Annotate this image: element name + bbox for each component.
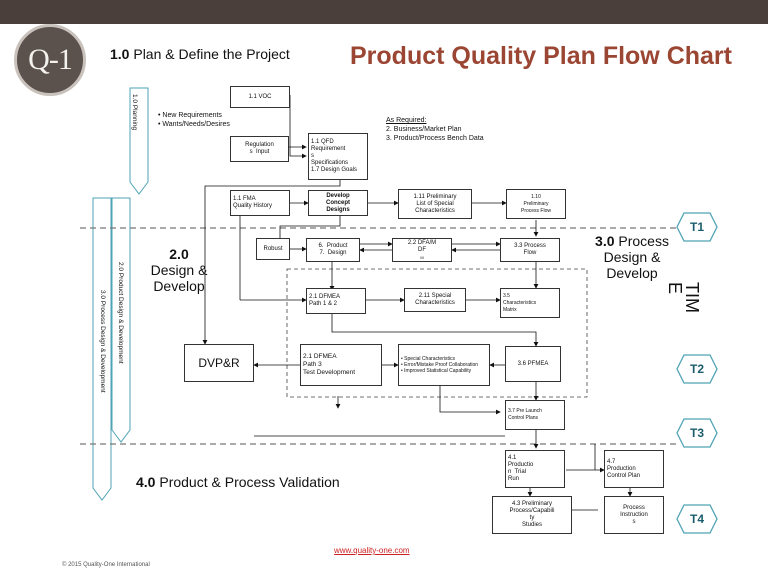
page-title: Product Quality Plan Flow Chart xyxy=(350,42,732,70)
phase-1-label: 1.0 Plan & Define the Project xyxy=(110,46,290,62)
timeline-arrow-design xyxy=(111,197,131,443)
box-production-trial-run: 4.1 Productio n Trial Run xyxy=(505,450,565,488)
box-develop-concept: Develop Concept Designs xyxy=(308,190,368,216)
logo-text: Q-1 xyxy=(28,43,73,76)
dfam-text: 2.2 DFA/M DF xyxy=(407,239,437,253)
timeline-marker-t1: T1 xyxy=(676,212,718,242)
as-required-note: As Required: 2. Business/Market Plan 3. … xyxy=(386,117,484,142)
box-fma-quality-history: 1.1 FMA Quality History xyxy=(230,190,290,216)
hexagon-shape xyxy=(676,212,718,242)
copyright: © 2015 Quality-One International xyxy=(62,562,150,568)
box-characteristics-matrix: 3.5 Characteristics Matrix xyxy=(500,288,560,318)
t1-label: T1 xyxy=(689,220,704,234)
timeline-marker-t2: T2 xyxy=(676,354,718,384)
bullet-item: • Improved Statistical Capability xyxy=(401,368,472,374)
box-special-characteristics: 2.11 Special Characteristics xyxy=(404,288,466,312)
box-qfd: 1.1 QFD Requirement s Specifications 1.7… xyxy=(308,133,368,180)
box-robust: Robust xyxy=(256,238,290,260)
t3-label: T3 xyxy=(689,426,704,440)
bullet-item: • Special Characteristics xyxy=(401,356,455,362)
box-regulations-input: Regulation s Input xyxy=(230,136,289,162)
box-production-control-plan: 4.7 Production Control Plan xyxy=(604,450,664,488)
box-capability-studies: 4.3 Preliminary Process/Capabili ty Stud… xyxy=(492,496,572,534)
hexagon-shape xyxy=(676,418,718,448)
box-product-design: 6. Product 7. Design xyxy=(306,238,360,262)
box-prelaunch-control: 3.7 Pre Launch Control Plans xyxy=(505,400,565,430)
t2-label: T2 xyxy=(689,362,704,376)
hexagon-shape xyxy=(676,354,718,384)
box-preliminary-process-flow: 1.10 Preliminary Process Flow xyxy=(506,189,566,219)
box-process-flow: 3.3 Process Flow xyxy=(500,238,560,262)
top-bullets: • New Requirements• Wants/Needs/Desires xyxy=(158,112,230,128)
t4-label: T4 xyxy=(689,512,704,526)
hexagon-shape xyxy=(676,504,718,534)
box-preliminary-special-list: 1.11 Preliminary List of Special Charact… xyxy=(398,189,472,219)
dfam-sub: M xyxy=(420,254,424,260)
box-dfmea-path-1-2: 2.1 DFMEA Path 1 & 2 xyxy=(306,288,366,314)
box-dvpr: DVP&R xyxy=(184,344,254,382)
vertical-label-planning: 1.0 Planning xyxy=(131,94,138,131)
timeline-arrow-process xyxy=(92,197,112,501)
time-label: TIM E xyxy=(665,282,702,313)
top-bar xyxy=(0,0,768,24)
vertical-label-process: 3.0 Process Design & Development xyxy=(99,290,106,393)
box-pfmea: 3.6 PFMEA xyxy=(505,346,561,382)
vertical-label-design: 2.0 Product Design & Development xyxy=(117,262,124,364)
bullet-item: • Error/Mistake Proof Collaboration xyxy=(401,362,479,368)
box-dfmea-path-3: 2.1 DFMEA Path 3 Test Development xyxy=(300,344,382,386)
timeline-arrow-planning xyxy=(129,87,149,195)
box-voc: 1.1 VOC xyxy=(230,86,290,108)
phase-4-label: 4.0 Product & Process Validation xyxy=(136,474,340,490)
website-link[interactable]: www.quality-one.com xyxy=(334,546,410,555)
timeline-marker-t3: T3 xyxy=(676,418,718,448)
q1-logo: Q-1 xyxy=(14,24,86,96)
box-special-bullets: • Special Characteristics • Error/Mistak… xyxy=(398,344,490,386)
box-process-instructions: Process Instruction s xyxy=(604,496,664,534)
timeline-marker-t4: T4 xyxy=(676,504,718,534)
process-group-box xyxy=(286,268,588,398)
